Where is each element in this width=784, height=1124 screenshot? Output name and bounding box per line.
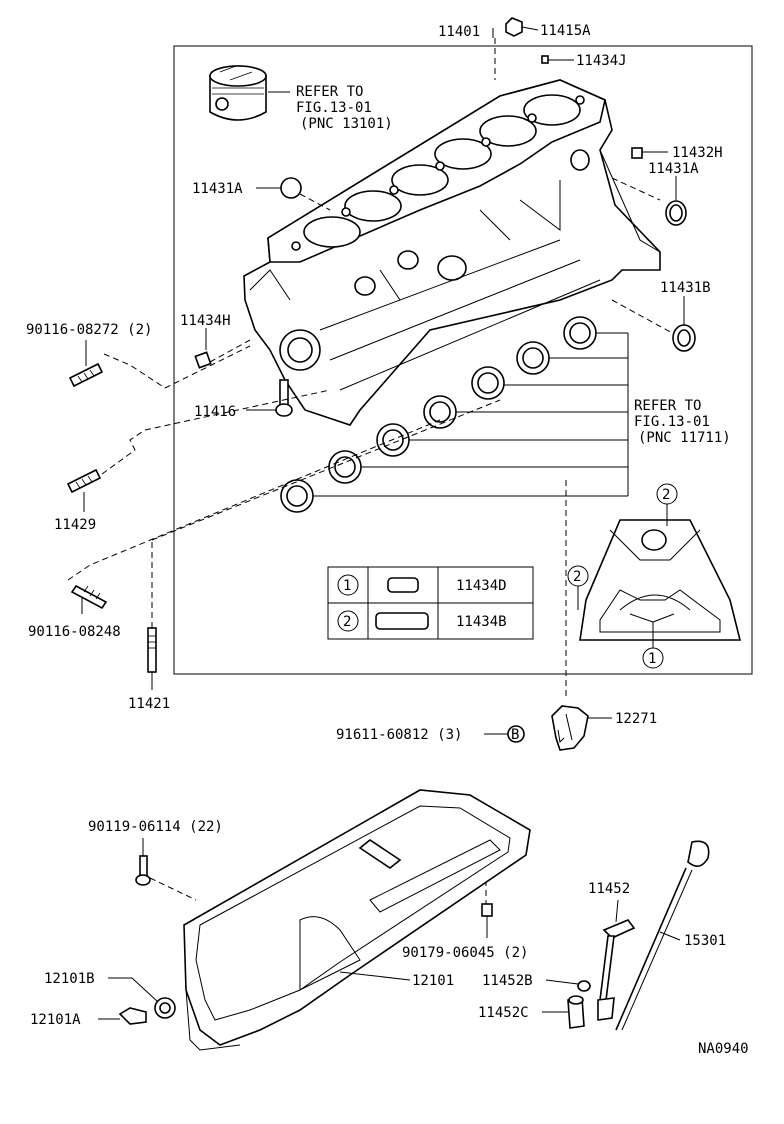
legend-part-1: 11434D [456,578,507,594]
label-12271: 12271 [615,711,657,727]
label-11431b: 11431B [660,280,711,296]
piston-icon [209,65,290,121]
plug-90179-icon [481,903,493,938]
label-11452b: 11452B [482,973,533,989]
label-90119: 90119-06114 (22) [88,819,223,835]
label-11401: 11401 [438,24,480,40]
block-frame [173,45,753,675]
bolt-90119-icon [135,838,151,886]
legend-num-2: 2 [343,614,351,630]
label-11434h: 11434H [180,313,231,329]
plug-11432h-icon [631,147,668,159]
bolt-11416-icon [246,379,293,417]
label-11429: 11429 [54,517,96,533]
legend-num-1: 1 [343,578,351,594]
callout-2-top: 2 [662,487,670,503]
label-11432h: 11432H [672,145,723,161]
label-90116-08272: 90116-08272 (2) [26,322,152,338]
label-11452c: 11452C [478,1005,529,1021]
plug-11431a-right-icon [665,176,687,226]
label-12101b: 12101B [44,971,95,987]
label-12101: 12101 [412,973,454,989]
label-11431a-left: 11431A [192,181,243,197]
legend-part-2: 11434B [456,614,507,630]
dipstick-icon [615,840,710,1031]
cylinder-block-icon [243,79,661,426]
oil-pan-icon [183,789,531,1051]
refer1-line2: FIG.13-01 [296,100,372,116]
grommet-11452c-icon [542,995,585,1029]
pin-11434h-icon [194,328,251,369]
plug-11431a-left-icon [256,177,331,211]
label-90179: 90179-06045 (2) [402,945,528,961]
clip-11452b-icon [545,979,591,992]
label-12101a: 12101A [30,1012,81,1028]
plug-11434j-icon [541,55,574,64]
refer1-line3: (PNC 13101) [300,116,393,132]
plug-legend-table [327,566,534,640]
dipstick-guide-icon [597,899,636,1021]
label-11452: 11452 [588,881,630,897]
short-plug-shape [387,577,419,593]
label-11416: 11416 [194,404,236,420]
long-plug-shape [375,612,429,630]
label-11415a: 11415A [540,23,591,39]
diagram-id: NA0940 [698,1041,749,1057]
marker-b: B [511,727,519,743]
label-90116-08248: 90116-08248 [28,624,121,640]
plug-11431b-icon [611,296,696,352]
callout-2-left: 2 [573,569,581,585]
drain-plug-12101a-icon [98,1007,147,1025]
block-bottom-view-icon [567,483,742,669]
label-11434j: 11434J [576,53,627,69]
label-91611: 91611-60812 (3) [336,727,462,743]
refer2-line3: (PNC 11711) [638,430,731,446]
part-12271-icon [551,705,612,751]
bolt-91611-icon [484,725,525,743]
stud-90116-08272-icon [68,340,251,389]
stud-11421-icon [147,399,501,690]
refer1-line1: REFER TO [296,84,363,100]
callout-1-bottom: 1 [648,651,656,667]
stud-90116-08248-icon [67,419,441,614]
label-15301: 15301 [684,933,726,949]
label-11421: 11421 [128,696,170,712]
bolt-11415a-icon [505,17,539,37]
refer2-line2: FIG.13-01 [634,414,710,430]
refer2-line1: REFER TO [634,398,701,414]
gasket-12101b-icon [108,977,176,1019]
stud-11429-icon [66,389,331,512]
label-11431a-right: 11431A [648,161,699,177]
